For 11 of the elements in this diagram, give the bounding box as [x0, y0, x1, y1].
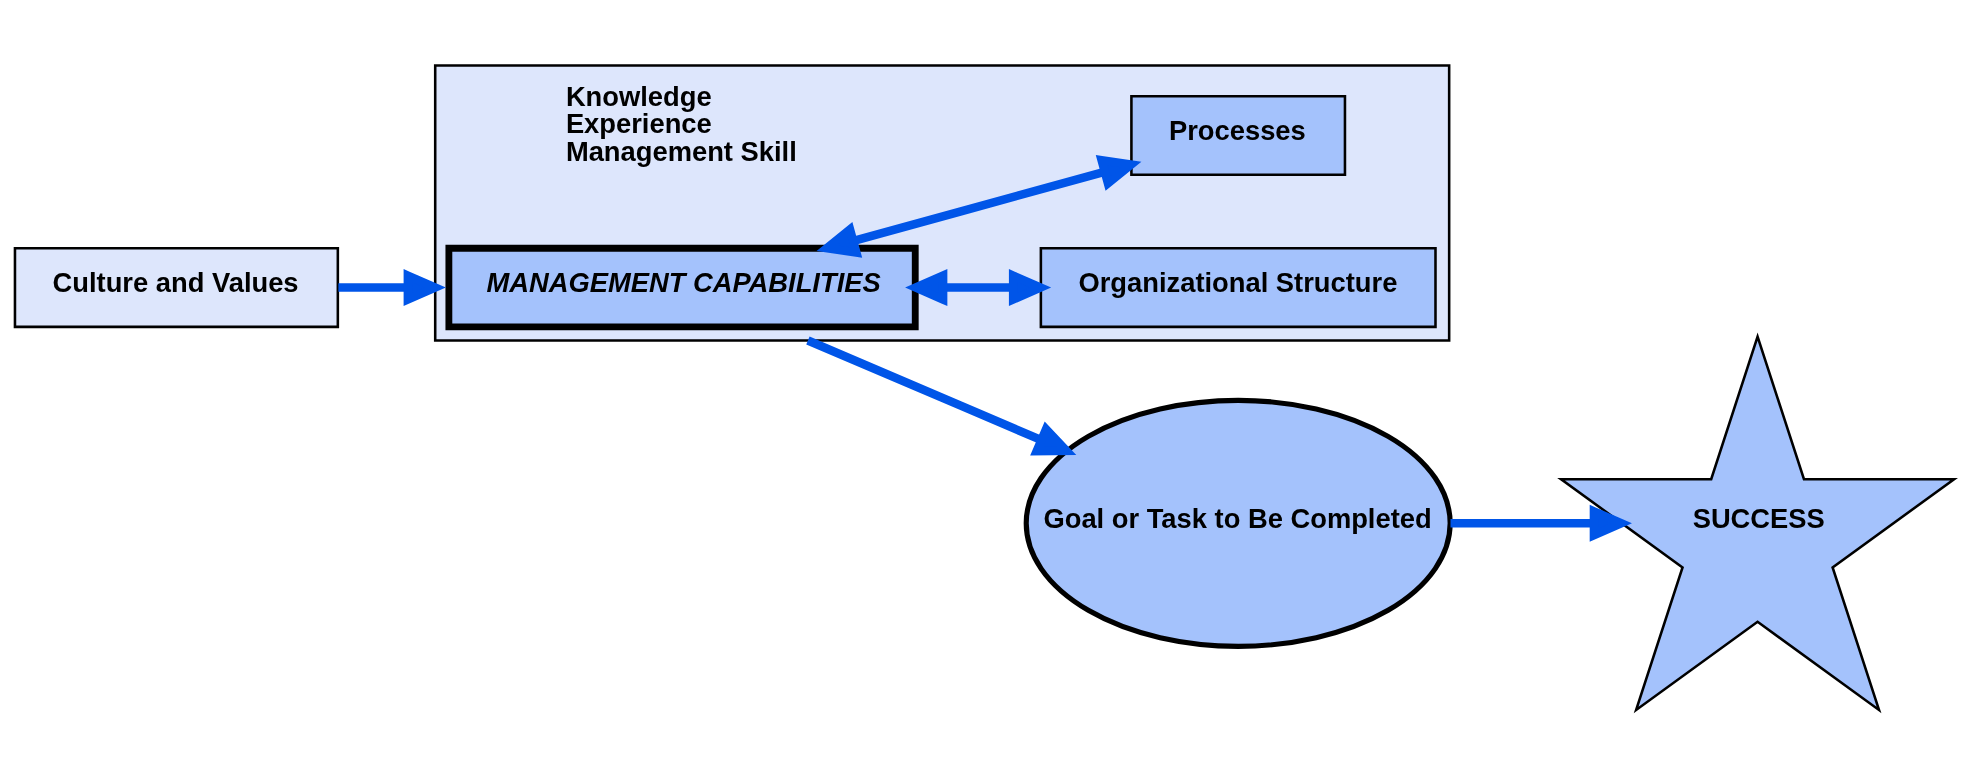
- node-label: Knowledge: [565, 81, 712, 113]
- cluster: [433, 64, 1451, 342]
- arrow: [816, 155, 1142, 258]
- arrow: [806, 336, 1077, 456]
- node-box: Organizational Structure: [1039, 247, 1437, 329]
- node-box: Culture and Values: [13, 247, 340, 329]
- node-ellipse: Goal or Task to Be Completed: [1023, 397, 1453, 649]
- arrow: [1450, 504, 1632, 542]
- node-box: MANAGEMENT CAPABILITIES: [445, 244, 919, 331]
- arrow: [905, 269, 1052, 307]
- node-box: Processes: [1130, 94, 1347, 177]
